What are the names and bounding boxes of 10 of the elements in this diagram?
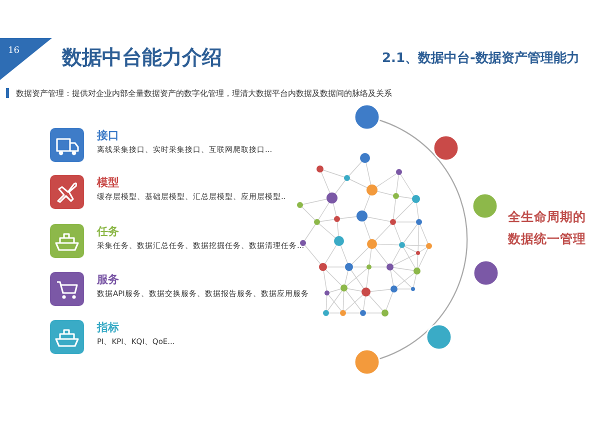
category-heading: 任务: [97, 224, 119, 239]
category-heading: 模型: [97, 175, 119, 190]
slide-title: 数据中台能力介绍: [62, 44, 222, 71]
page-number: 16: [8, 46, 20, 56]
category-heading: 指标: [97, 320, 119, 335]
section-heading: 2.1、数据中台-数据资产管理能力: [382, 50, 580, 67]
category-heading: 服务: [97, 272, 119, 287]
lifecycle-caption: 全生命周期的数据统一管理: [508, 208, 587, 248]
description-text: 数据资产管理：提供对企业内部全量数据资产的数字化管理，理清大数据平台内数据及数据间的脉络及关系: [16, 88, 392, 99]
category-heading: 接口: [97, 128, 119, 143]
